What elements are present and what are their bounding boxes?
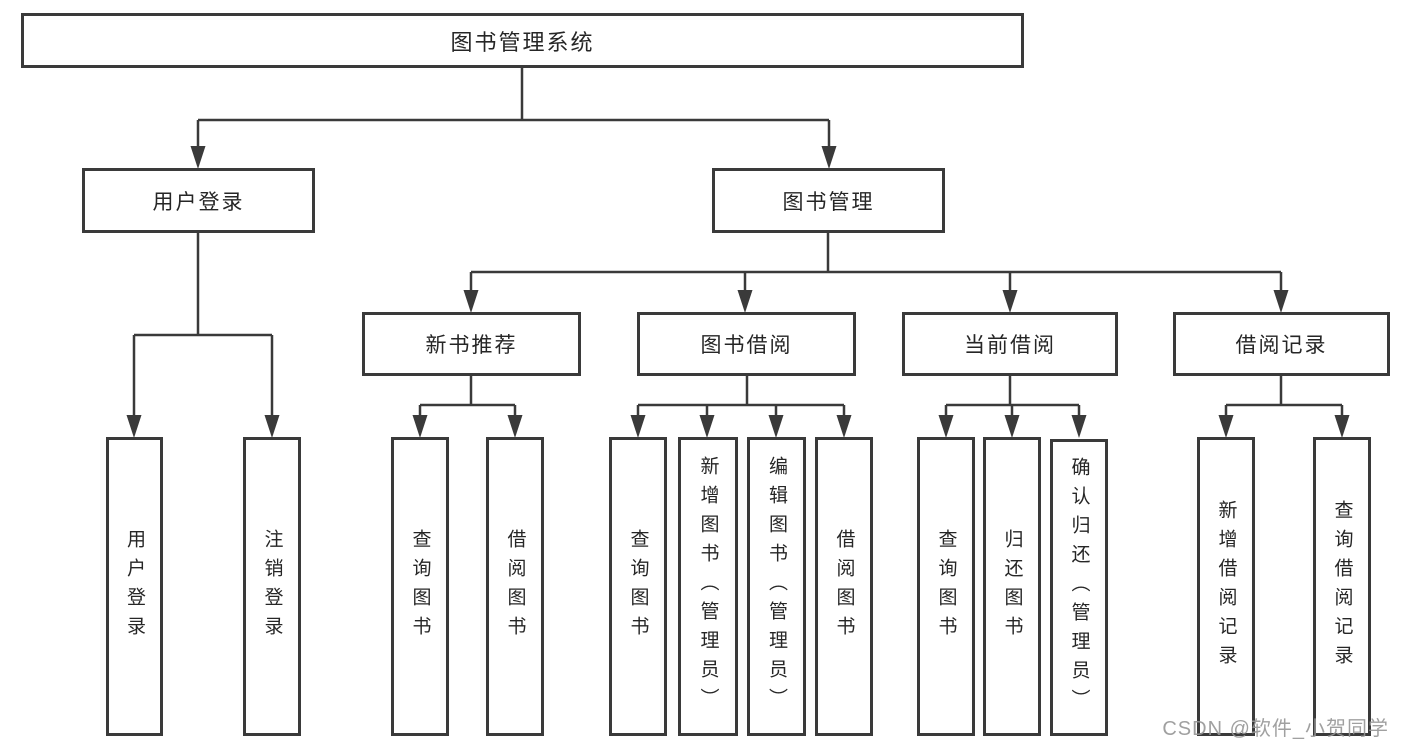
- node-user-login: 用户登录: [82, 168, 315, 233]
- node-label: 编辑图书（管理员）: [766, 456, 787, 717]
- node-label: 查询图书: [935, 528, 957, 645]
- node-leaf-query-book-1: 查询图书: [391, 437, 449, 736]
- node-library-management-system: 图书管理系统: [21, 13, 1024, 68]
- node-leaf-confirm-return-admin: 确认归还（管理员）: [1050, 439, 1108, 736]
- node-book-management: 图书管理: [712, 168, 945, 233]
- node-label: 查询图书: [409, 528, 431, 645]
- node-leaf-query-borrow-record: 查询借阅记录: [1313, 437, 1371, 736]
- node-label: 图书借阅: [700, 334, 793, 357]
- node-borrow-records: 借阅记录: [1173, 312, 1390, 376]
- csdn-watermark: CSDN @软件_小贺同学: [1162, 718, 1389, 740]
- node-label: 查询借阅记录: [1331, 499, 1353, 674]
- node-leaf-query-book-3: 查询图书: [917, 437, 975, 736]
- node-label: 归还图书: [1001, 528, 1023, 645]
- node-label: 注销登录: [261, 528, 283, 645]
- node-leaf-logout: 注销登录: [243, 437, 301, 736]
- node-leaf-user-login: 用户登录: [106, 437, 163, 736]
- node-label: 新书推荐: [425, 334, 518, 357]
- node-label: 确认归还（管理员）: [1068, 457, 1090, 718]
- node-leaf-return-book: 归还图书: [983, 437, 1041, 736]
- node-leaf-add-book-admin: 新增图书（管理员）: [678, 437, 738, 736]
- node-book-borrow: 图书借阅: [637, 312, 856, 376]
- arrowheads: [126, 146, 1350, 438]
- node-label: 新增借阅记录: [1215, 499, 1237, 674]
- node-leaf-edit-book-admin: 编辑图书（管理员）: [747, 437, 806, 736]
- node-label: 借阅图书: [833, 528, 855, 645]
- node-label: 图书管理: [782, 190, 875, 214]
- node-leaf-query-book-2: 查询图书: [609, 437, 667, 736]
- node-current-borrow: 当前借阅: [902, 312, 1118, 376]
- node-label: 用户登录: [124, 528, 145, 645]
- node-label: 借阅记录: [1235, 334, 1328, 357]
- node-label: 用户登录: [152, 190, 245, 214]
- node-leaf-add-borrow-record: 新增借阅记录: [1197, 437, 1255, 736]
- node-leaf-borrow-book-2: 借阅图书: [815, 437, 873, 736]
- node-new-book-recommend: 新书推荐: [362, 312, 581, 376]
- node-leaf-borrow-book-1: 借阅图书: [486, 437, 544, 736]
- node-label: 图书管理系统: [450, 29, 595, 55]
- node-label: 新增图书（管理员）: [697, 456, 719, 717]
- node-label: 借阅图书: [504, 528, 526, 645]
- node-label: 当前借阅: [964, 334, 1056, 357]
- node-label: 查询图书: [627, 528, 649, 645]
